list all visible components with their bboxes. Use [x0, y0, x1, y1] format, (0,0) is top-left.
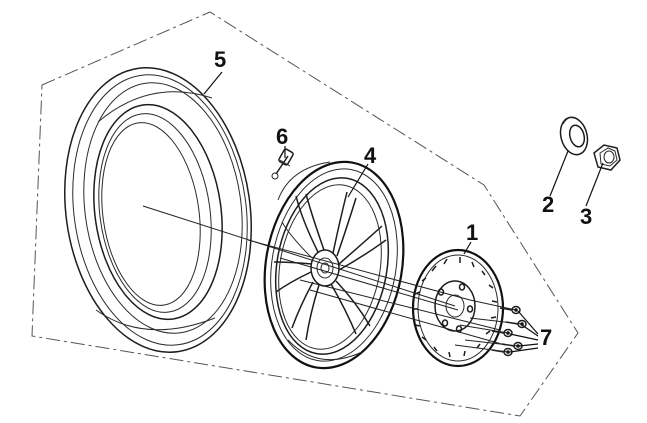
callout-1: 1: [466, 220, 478, 245]
brake-disc: [411, 248, 505, 368]
callout-2: 2: [542, 192, 554, 217]
assembly-axes: [142, 205, 523, 353]
callout-7: 7: [540, 325, 552, 350]
leader-lines: [203, 71, 604, 353]
tire: [63, 67, 253, 353]
assembly-boundary: [31, 11, 579, 417]
callout-5: 5: [214, 47, 226, 72]
valve-stem: [271, 148, 294, 180]
rim: [263, 160, 405, 370]
callout-4: 4: [364, 143, 377, 168]
axle-nut: [593, 144, 621, 171]
callout-6: 6: [276, 124, 288, 149]
spacer-washer: [559, 116, 589, 156]
callout-3: 3: [580, 204, 592, 229]
